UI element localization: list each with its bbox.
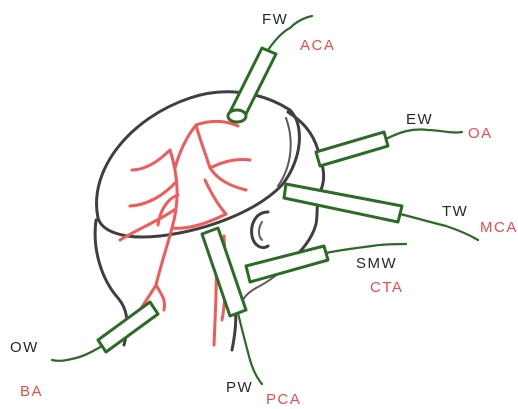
probe-pw-body	[202, 228, 246, 316]
label-ow: OW	[10, 339, 39, 356]
ear-inner	[259, 222, 262, 240]
label-aca: ACA	[300, 37, 335, 54]
vessel-branch-right-1	[210, 159, 250, 168]
vessel-branch-right-2	[210, 168, 246, 190]
label-tw: TW	[442, 203, 468, 220]
label-pca: PCA	[266, 391, 301, 408]
label-pw: PW	[226, 379, 253, 396]
label-oa: OA	[468, 125, 493, 142]
probe-ow-body	[98, 302, 158, 352]
label-ew: EW	[406, 111, 433, 128]
probe-ow	[52, 302, 158, 361]
vessel-basilar-branch	[156, 285, 165, 310]
label-mca: MCA	[480, 219, 518, 236]
vessel-branch-top-2	[196, 125, 210, 168]
vessel-branch-top-1	[175, 125, 196, 168]
probe-ew-wire	[386, 129, 462, 139]
label-ba: BA	[20, 383, 43, 400]
probe-ow-wire	[52, 346, 102, 361]
probe-tw-body	[284, 184, 402, 222]
probe-fw-body	[230, 48, 276, 118]
probe-pw	[202, 228, 262, 384]
label-cta: CTA	[370, 279, 403, 296]
probe-fw-tip	[228, 110, 246, 122]
vessel-branch-left-1	[132, 150, 170, 170]
probe-ew-body	[316, 132, 388, 166]
probe-ew	[316, 129, 462, 166]
probe-smw-body	[246, 246, 328, 282]
label-smw: SMW	[356, 255, 397, 272]
label-fw: FW	[262, 11, 288, 28]
probe-fw	[228, 16, 312, 122]
vessel-branch-right-3	[205, 180, 226, 214]
probe-smw-wire	[326, 244, 406, 253]
skull-cap-rim	[97, 92, 300, 237]
probe-pw-wire	[238, 313, 262, 384]
